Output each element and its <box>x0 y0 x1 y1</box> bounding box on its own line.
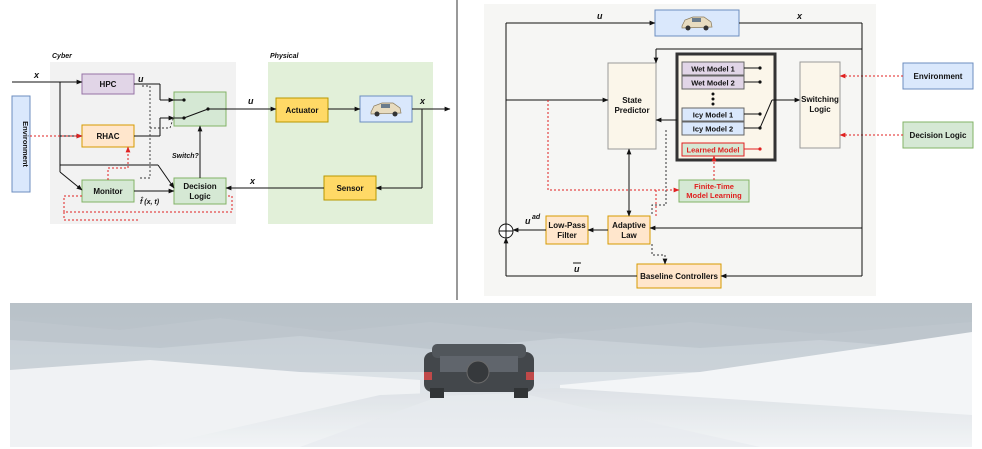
monitor-label: Monitor <box>93 187 122 196</box>
adaptive-law-line1: Adaptive <box>612 221 646 230</box>
switching-logic-line2: Logic <box>809 105 831 114</box>
snowy-road-photo <box>10 303 972 447</box>
snow-car <box>424 344 534 398</box>
state-predictor-block <box>607 62 657 150</box>
finite-time-line1: Finite-Time <box>694 182 734 191</box>
adaptive-law-line2: Law <box>621 231 637 240</box>
car-icon <box>370 102 402 117</box>
right-x-top-label: x <box>796 11 803 21</box>
state-predictor-line1: State <box>622 96 642 105</box>
f-hat-label: f̂ (x, t) <box>140 197 160 206</box>
rhac-label: RHAC <box>96 132 119 141</box>
right-environment-block <box>902 62 974 90</box>
switching-logic-line1: Switching <box>801 95 839 104</box>
right-environment-label: Environment <box>914 72 963 81</box>
left-input-x-label: x <box>33 70 40 80</box>
learned-model-label: Learned Model <box>687 146 740 155</box>
car-icon <box>681 16 713 31</box>
actuator-block <box>275 97 329 123</box>
wet-model-2-label: Wet Model 2 <box>691 79 735 88</box>
icy-model-1-label: Icy Model 1 <box>693 111 733 120</box>
baseline-controllers-label: Baseline Controllers <box>640 272 718 281</box>
right-diagram: u x State Predictor Wet Model 1 Wet Mode… <box>484 4 974 296</box>
actuator-label: Actuator <box>286 106 319 115</box>
left-decision-logic-line2: Logic <box>189 192 211 201</box>
wet-model-1-label: Wet Model 1 <box>691 65 735 74</box>
uad-label: u <box>525 216 531 226</box>
low-pass-line2: Filter <box>557 231 577 240</box>
right-decision-logic-label: Decision Logic <box>910 131 967 140</box>
ubar-label: u <box>574 264 580 274</box>
left-decision-logic-line1: Decision <box>183 182 216 191</box>
finite-time-line2: Model Learning <box>686 191 742 200</box>
icy-model-2-label: Icy Model 2 <box>693 125 733 134</box>
sensor-label: Sensor <box>336 184 363 193</box>
left-car-block <box>359 95 413 123</box>
left-diagram: Cyber Physical Environment HPC RHAC Moni… <box>11 53 451 224</box>
environment-label: Environment <box>21 121 30 167</box>
left-decision-logic-block <box>173 177 227 205</box>
left-x-out-label: x <box>419 96 426 106</box>
hpc-label: HPC <box>100 80 117 89</box>
left-x-feedback-label: x <box>249 176 256 186</box>
environment-block <box>11 95 31 193</box>
switch-question-label: Switch? <box>172 153 200 160</box>
state-predictor-line2: Predictor <box>614 106 649 115</box>
sensor-block <box>323 175 377 201</box>
low-pass-line1: Low-Pass <box>548 221 586 230</box>
uad-sup-label: ad <box>532 214 541 221</box>
switching-logic-block <box>799 61 841 149</box>
physical-label: Physical <box>270 53 299 60</box>
left-u-label: u <box>248 96 254 106</box>
right-u-top-label: u <box>597 11 603 21</box>
cyber-label: Cyber <box>52 53 73 60</box>
hpc-u-label: u <box>138 74 144 84</box>
